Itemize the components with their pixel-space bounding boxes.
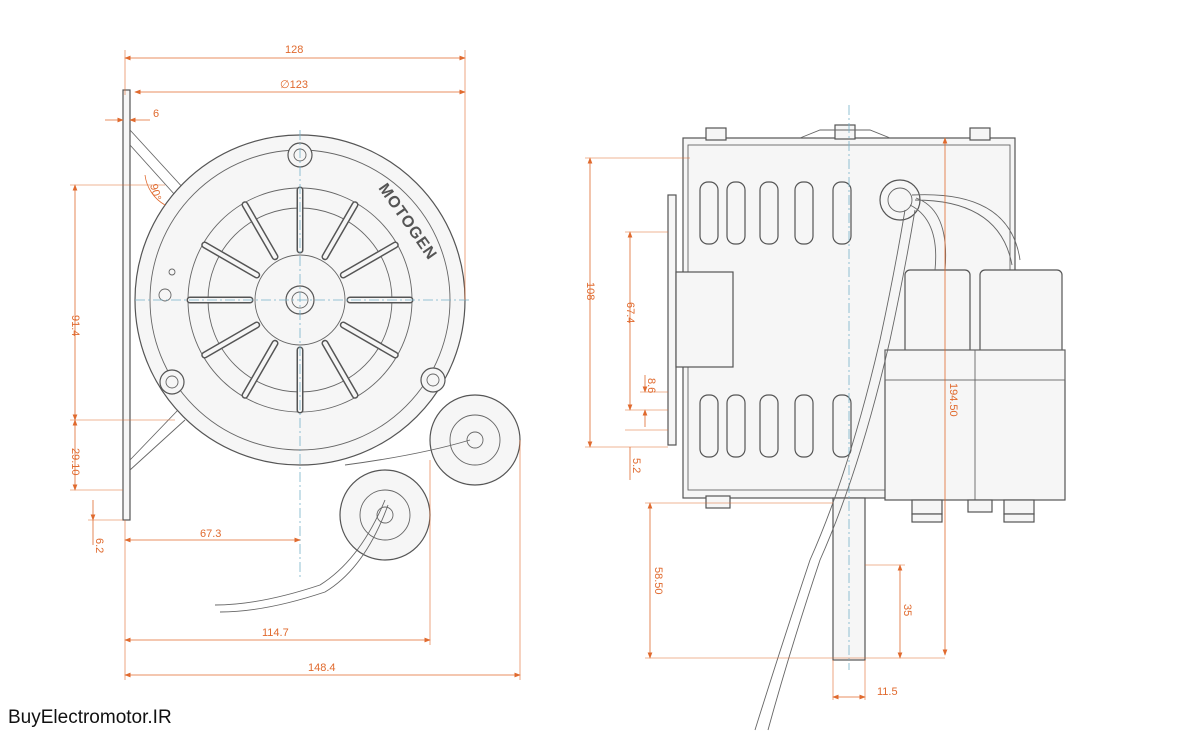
cable-gland-right: [429, 394, 521, 486]
dim-58-50: 58.50: [652, 567, 664, 595]
vent-slot: [794, 181, 814, 245]
dim-29-10: 29.10: [69, 448, 81, 476]
front-view-dimensions: 128 ∅123 6 90° 91.4 29.10 6.2 67.3 114.7: [69, 44, 521, 680]
dim-148-4: 148.4: [308, 662, 336, 674]
side-view-dimensions: 108 67.4 8.6 5.2 194.50 58.50 35 11.5: [584, 137, 959, 700]
lead-wires: [214, 499, 389, 613]
fan-blade-highlight: [323, 202, 357, 259]
side-lead-wires: [754, 209, 916, 731]
dim-67-3: 67.3: [200, 528, 221, 540]
dim-114-7: 114.7: [262, 627, 289, 639]
vent-slot: [699, 394, 719, 458]
dim-6: 6: [153, 108, 159, 120]
dim-8-6: 8.6: [645, 378, 657, 393]
vent-slot: [794, 394, 814, 458]
mounting-flange: [122, 89, 131, 521]
vent-slot: [759, 394, 779, 458]
side-view: [667, 105, 1066, 731]
vent-slot: [726, 394, 746, 458]
fan-blade-highlight: [341, 323, 398, 357]
dim-11-5: 11.5: [877, 686, 898, 698]
fan-blade-highlight: [341, 243, 398, 277]
fan-blade-highlight: [243, 202, 277, 259]
vent-slot: [699, 181, 719, 245]
dim-67-4: 67.4: [624, 302, 636, 323]
bottom-nuts: [705, 495, 1035, 523]
dim-128: 128: [285, 44, 303, 56]
front-view: MOTOGEN: [122, 89, 521, 613]
dim-6-2: 6.2: [93, 538, 105, 553]
dim-diameter-123: ∅123: [280, 79, 308, 91]
fan-blade-highlight: [323, 341, 357, 398]
capacitors: [884, 269, 1066, 501]
terminal-box: [675, 271, 734, 368]
vent-slots-top: [699, 181, 852, 245]
watermark: BuyElectromotor.IR: [8, 707, 172, 728]
cable-gland-left: [339, 469, 431, 561]
top-terminals: [705, 124, 991, 141]
fan-blade-highlight: [243, 341, 277, 398]
side-flange: [667, 194, 677, 446]
ground-symbol-icon: [158, 288, 172, 302]
dim-194-50: 194.50: [947, 383, 959, 417]
mounting-bracket: [129, 129, 186, 471]
vent-slot: [759, 181, 779, 245]
dim-35: 35: [901, 604, 913, 616]
vent-slot: [832, 394, 852, 458]
dim-5-2: 5.2: [630, 458, 642, 473]
vent-slots-bottom: [699, 394, 852, 458]
dim-angle-90: 90°: [147, 183, 163, 202]
fan-blade-highlight: [202, 243, 259, 277]
dim-108: 108: [584, 282, 596, 300]
vent-slot: [832, 181, 852, 245]
fan-blade-highlight: [202, 323, 259, 357]
dim-91-4: 91.4: [69, 315, 81, 336]
vent-slot: [726, 181, 746, 245]
